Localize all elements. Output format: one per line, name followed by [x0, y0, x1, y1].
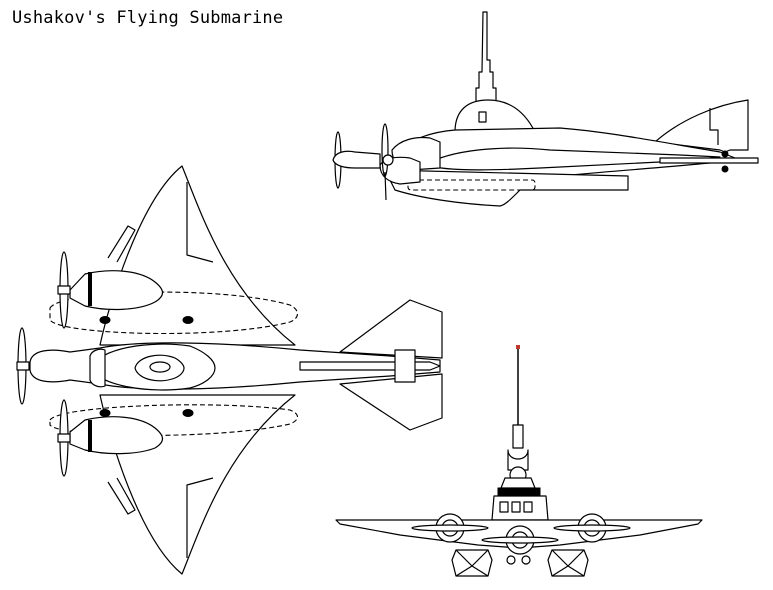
side-tailplane	[659, 157, 759, 164]
front-black-band	[497, 487, 541, 497]
flap-upper-outer	[186, 182, 214, 263]
front-float-left	[451, 549, 493, 577]
front-float-left-lines	[455, 549, 489, 577]
flap-lower-inner	[107, 477, 136, 515]
rudder-line	[709, 108, 719, 145]
float-dash-upper	[49, 291, 299, 335]
front-prop-center	[481, 536, 559, 544]
front-window-2	[511, 501, 521, 513]
tower-window	[478, 111, 487, 123]
side-tail-dot-bottom	[721, 165, 729, 173]
top-tail-stripe	[299, 361, 441, 371]
top-cockpit-front	[89, 348, 106, 388]
side-hull-dash	[407, 179, 536, 191]
flap-lower-outer	[186, 477, 214, 558]
top-upper-hub	[57, 285, 71, 295]
top-view	[16, 165, 443, 575]
side-lower-prop	[384, 171, 387, 201]
side-view	[332, 11, 759, 207]
top-dot-4	[182, 409, 194, 417]
top-nose-hub	[16, 361, 30, 371]
top-dot-1	[99, 316, 111, 324]
top-dot-2	[182, 316, 194, 324]
flap-upper-inner	[107, 225, 136, 263]
front-mast-base	[512, 424, 524, 449]
front-tower-body	[500, 477, 536, 489]
top-canopy-center	[149, 361, 171, 373]
conning-tower	[454, 99, 536, 133]
top-nacelle-lower	[69, 416, 164, 455]
side-prop-rear	[381, 123, 389, 177]
top-tail-box	[394, 349, 416, 383]
side-hull	[384, 169, 629, 207]
top-nacelle-upper	[69, 270, 164, 311]
front-tower-top	[507, 449, 529, 471]
diagram-title: Ushakov's Flying Submarine	[12, 8, 284, 28]
front-wheel-left	[506, 555, 516, 565]
front-prop-right	[553, 524, 631, 532]
side-window-stripe	[424, 147, 721, 171]
top-dot-3	[99, 409, 111, 417]
front-window-1	[499, 501, 509, 513]
front-wheel-right	[521, 555, 531, 565]
front-prop-left	[411, 524, 489, 532]
front-float-right	[547, 549, 589, 577]
front-window-3	[523, 501, 533, 513]
tail-fin	[654, 99, 749, 153]
side-spinner-front	[332, 150, 381, 169]
top-lower-hub	[57, 433, 71, 443]
side-spinner-hub	[382, 154, 394, 166]
front-mast-tip	[516, 345, 520, 349]
periscope-mast	[475, 11, 497, 103]
side-tail-dot-top	[721, 150, 729, 158]
front-view	[335, 345, 703, 577]
front-float-right-lines	[551, 549, 585, 577]
